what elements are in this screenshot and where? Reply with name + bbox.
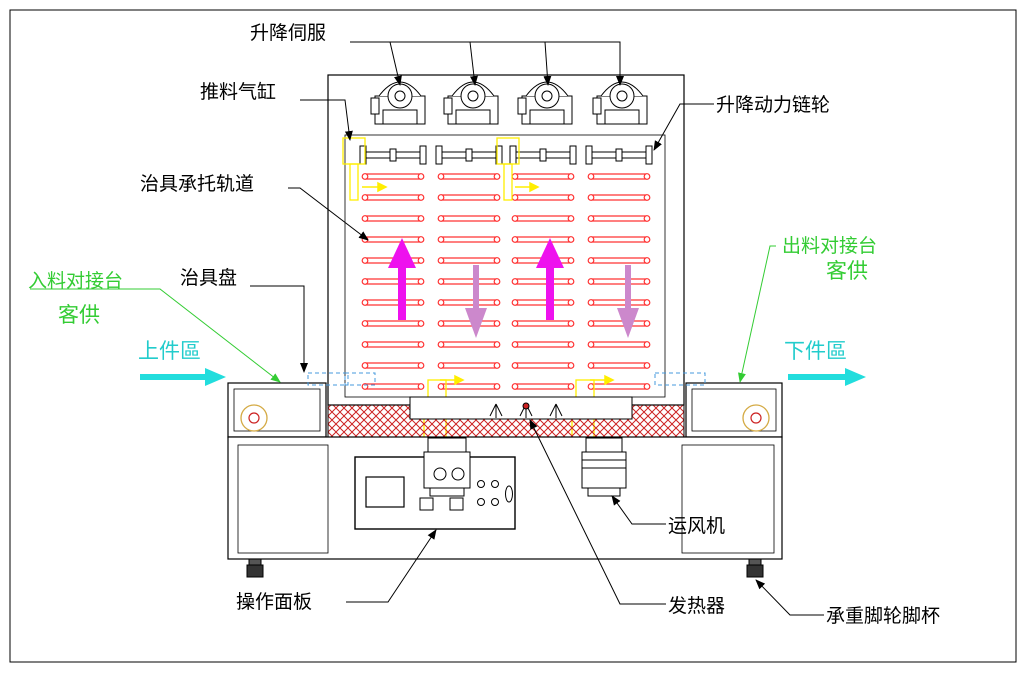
left-door <box>237 444 329 554</box>
label-fixture-tray: 治具盘 <box>180 267 237 289</box>
sprocket-shaft <box>509 145 577 165</box>
label-lift-servo: 升降伺服 <box>250 22 326 44</box>
oven-chamber <box>327 74 685 406</box>
drawing-frame <box>9 9 1017 663</box>
label-lift-sprocket: 升降动力链轮 <box>716 94 830 116</box>
sprocket-shaft <box>435 145 503 165</box>
caster-left <box>246 558 264 578</box>
label-infeed-station: 入料对接台 <box>28 270 123 292</box>
infeed-station-box <box>227 382 327 438</box>
track-rail <box>587 194 651 201</box>
label-outfeed-supply: 客供 <box>826 259 868 283</box>
green-leaders <box>30 245 776 383</box>
right-door <box>681 444 775 554</box>
track-rail <box>437 299 501 306</box>
track-rail <box>361 215 425 222</box>
track-rail <box>361 383 425 390</box>
sprocket-shafts <box>359 145 653 165</box>
track-rail <box>511 173 575 180</box>
track-rail <box>587 341 651 348</box>
track-rail <box>511 362 575 369</box>
track-rail <box>437 236 501 243</box>
track-rail <box>587 320 651 327</box>
up-arrow-1 <box>388 238 416 320</box>
down-arrow-1 <box>465 265 487 338</box>
track-rail <box>511 320 575 327</box>
heater-box <box>409 396 633 420</box>
label-push-cylinder: 推料气缸 <box>200 81 276 103</box>
track-rail <box>437 215 501 222</box>
track-rail <box>437 257 501 264</box>
label-blower: 运风机 <box>668 515 725 537</box>
track-rail <box>587 257 651 264</box>
label-control-panel: 操作面板 <box>236 591 312 613</box>
track-rail <box>361 362 425 369</box>
track-rail <box>587 383 651 390</box>
track-rail <box>437 278 501 285</box>
down-arrow-2 <box>617 265 639 338</box>
track-rail <box>511 341 575 348</box>
track-rail <box>361 278 425 285</box>
label-heater: 发热器 <box>668 595 725 617</box>
track-rail <box>361 194 425 201</box>
track-rail <box>587 362 651 369</box>
up-arrow-2 <box>536 238 564 320</box>
track-rail <box>587 215 651 222</box>
label-unload-zone: 下件區 <box>784 339 847 363</box>
track-rail <box>437 194 501 201</box>
track-rail <box>437 341 501 348</box>
track-rail <box>511 194 575 201</box>
push-direction-arrows <box>362 181 615 386</box>
track-rail <box>511 299 575 306</box>
track-rail <box>361 320 425 327</box>
caster-right <box>746 558 764 578</box>
unload-arrow <box>788 368 866 386</box>
label-caster-foot: 承重脚轮脚杯 <box>826 605 940 627</box>
label-fixture-track: 治具承托轨道 <box>140 173 254 195</box>
track-rail <box>587 278 651 285</box>
blower-right <box>581 437 627 497</box>
panel-buttons <box>419 480 513 511</box>
sprocket-shaft <box>585 145 653 165</box>
track-rail <box>361 341 425 348</box>
track-rail <box>587 236 651 243</box>
display-screen <box>365 476 405 508</box>
servo-motor <box>517 81 573 125</box>
track-rail <box>437 362 501 369</box>
track-rail <box>437 320 501 327</box>
load-arrow <box>140 368 226 386</box>
blower-left <box>423 437 471 497</box>
track-rail <box>437 173 501 180</box>
servo-motor <box>443 81 499 125</box>
label-outfeed-station: 出料对接台 <box>782 235 877 257</box>
servo-motors <box>370 81 648 125</box>
label-infeed-supply: 客供 <box>58 303 100 327</box>
track-rail <box>361 173 425 180</box>
fixture-trays <box>307 372 706 386</box>
track-rail <box>361 299 425 306</box>
track-rail <box>437 383 501 390</box>
track-rail <box>511 383 575 390</box>
track-rail <box>511 215 575 222</box>
track-rail <box>587 173 651 180</box>
outfeed-station-box <box>685 382 783 438</box>
infeed-roller <box>240 404 268 432</box>
servo-motor <box>370 81 426 125</box>
servo-motor <box>592 81 648 125</box>
outfeed-roller <box>742 404 770 432</box>
track-rail <box>587 299 651 306</box>
heater-elements <box>489 402 563 418</box>
leader-lines <box>250 41 824 616</box>
label-load-zone: 上件區 <box>138 339 201 363</box>
track-rail <box>511 278 575 285</box>
track-rail <box>511 236 575 243</box>
